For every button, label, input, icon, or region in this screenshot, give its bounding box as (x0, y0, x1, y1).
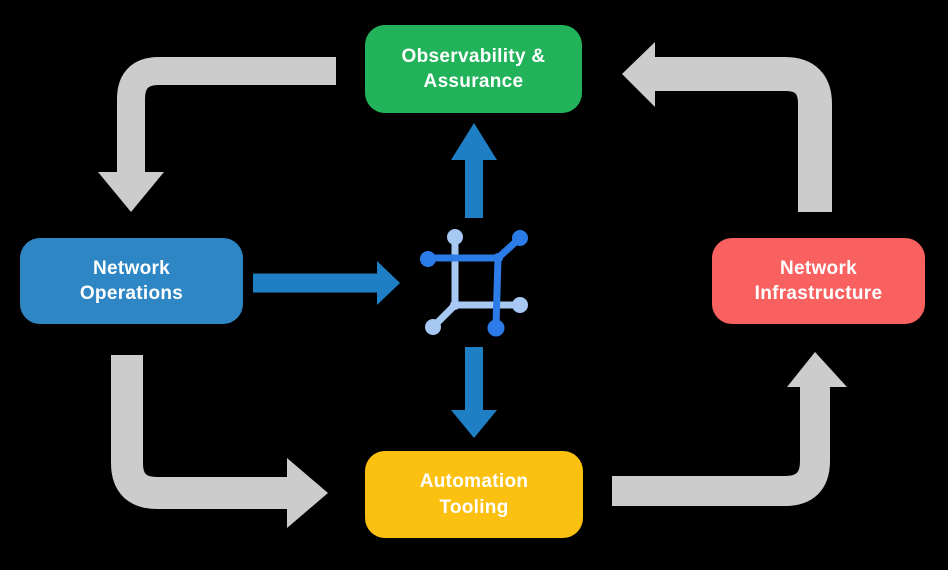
node-operations-label: Network Operations (79, 257, 184, 304)
icon-node (487, 319, 505, 337)
arrow-observability-to-operations (98, 57, 336, 212)
arrow-head (98, 172, 164, 212)
arrow-operations-to-hub (253, 261, 400, 305)
arrow-automation-to-infrastructure (612, 352, 847, 506)
arrow-head (622, 42, 655, 107)
icon-node (512, 230, 528, 246)
arrow-head (287, 458, 328, 528)
arrow-head (451, 410, 497, 438)
arrow-shaft (117, 57, 336, 172)
node-infrastructure: Network Infrastructure (712, 238, 925, 324)
arrow-shaft (612, 387, 830, 506)
arrow-head (451, 123, 497, 160)
arrow-shaft (111, 355, 287, 509)
icon-joint (493, 253, 503, 263)
node-observability-label: Observability & Assurance (401, 45, 546, 92)
icon-node (512, 297, 528, 313)
node-infrastructure-label: Network Infrastructure (754, 257, 883, 304)
arrow-hub-to-automation (451, 347, 497, 438)
arrow-operations-to-automation (111, 355, 328, 528)
node-observability: Observability & Assurance (365, 25, 582, 113)
arrow-hub-to-observability (451, 123, 497, 218)
node-automation-label: Automation Tooling (419, 471, 529, 518)
icon-node (447, 229, 463, 245)
icon-bright-lines (424, 234, 524, 330)
icon-node (420, 251, 436, 267)
arrow-shaft (655, 57, 832, 212)
network-nodes-icon (420, 229, 528, 337)
node-automation: Automation Tooling (365, 451, 583, 538)
node-operations: Network Operations (20, 238, 243, 324)
icon-joint (450, 300, 460, 310)
arrow-head (787, 352, 847, 387)
icon-node (425, 319, 441, 335)
arrow-head (377, 261, 400, 305)
arrow-infrastructure-to-observability (622, 42, 832, 212)
